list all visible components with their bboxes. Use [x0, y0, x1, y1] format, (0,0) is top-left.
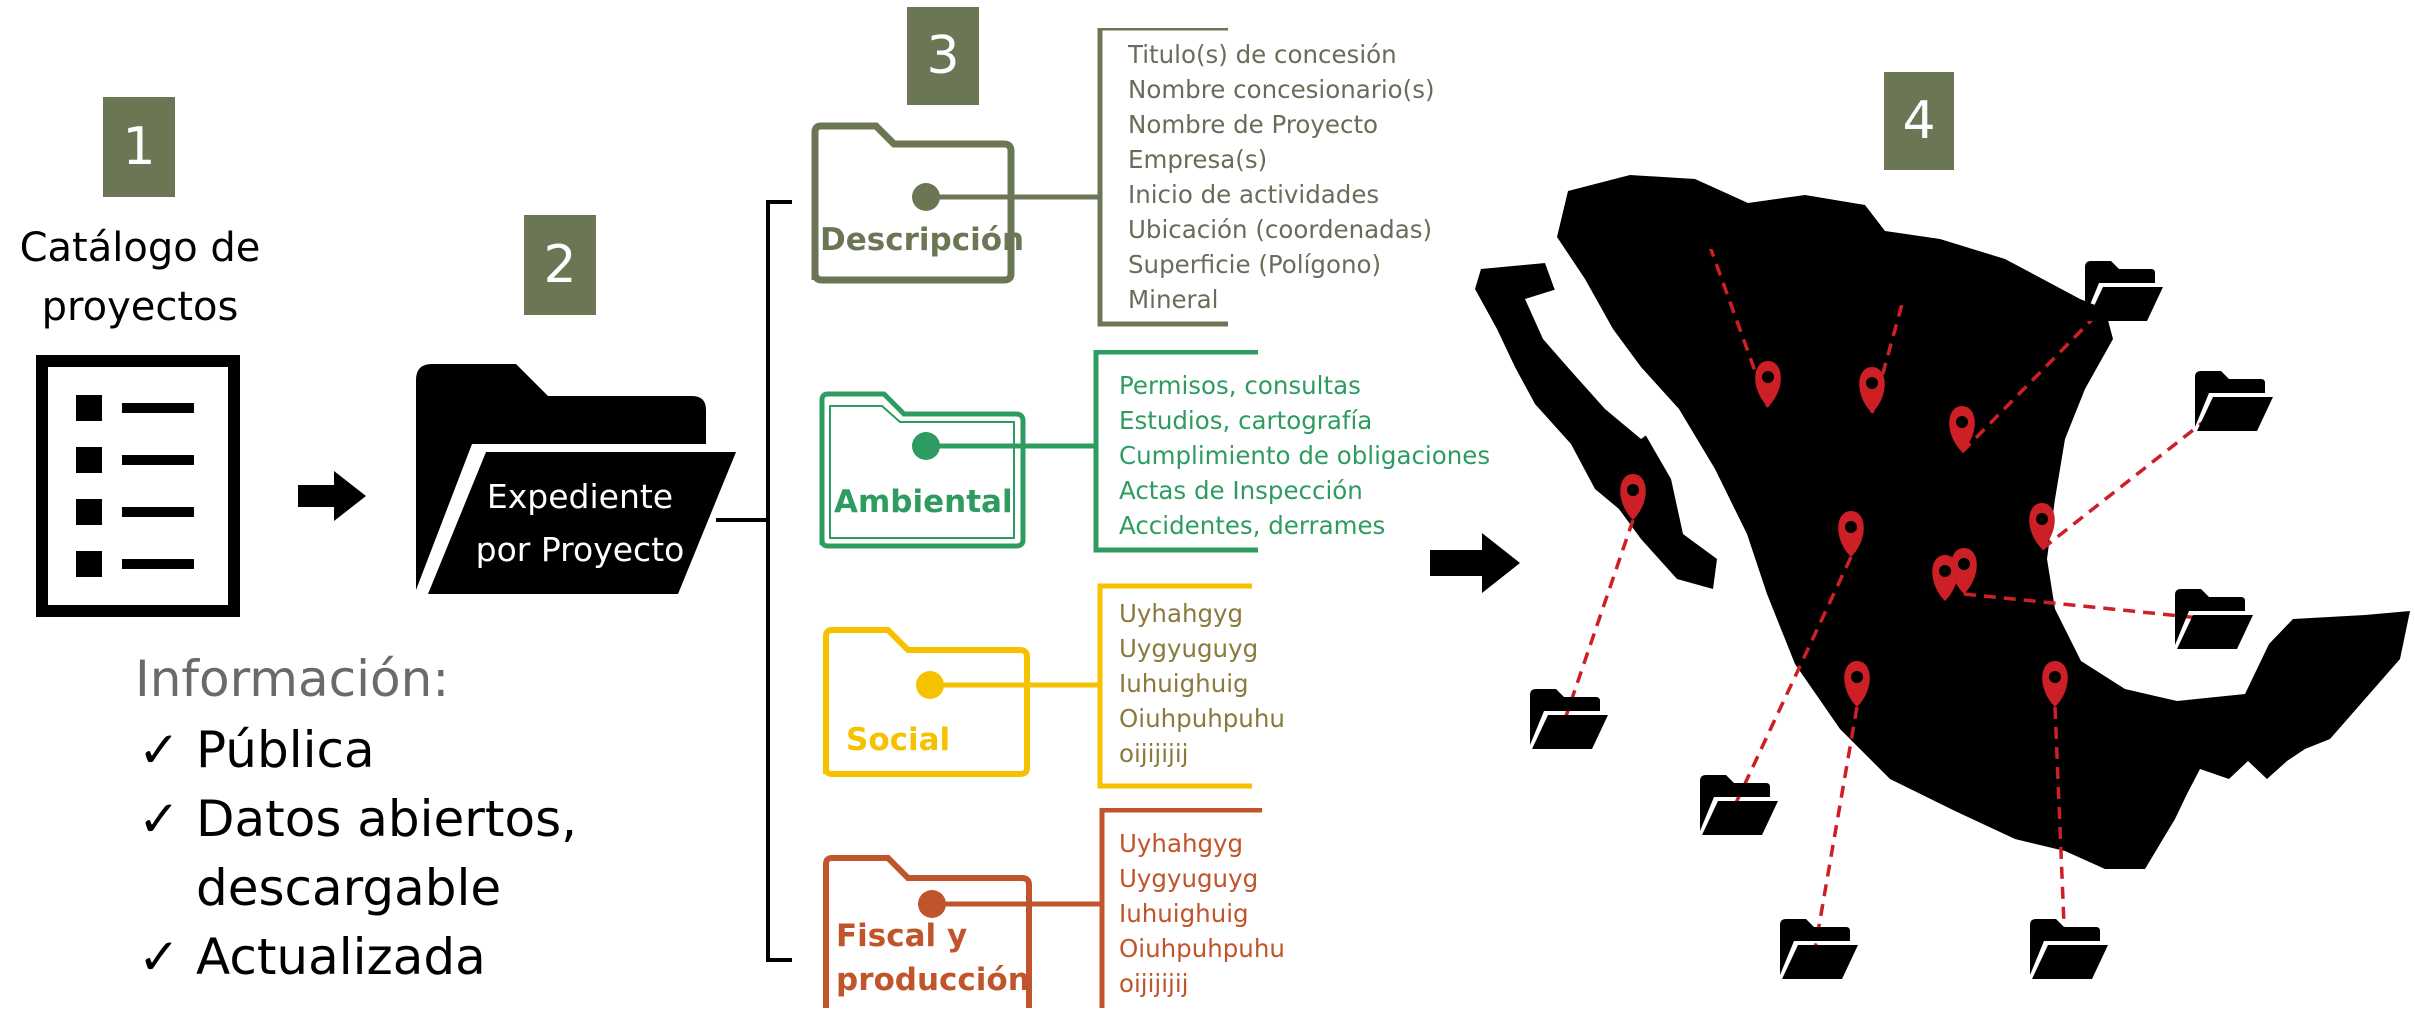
check-icon: ✓: [138, 928, 180, 986]
folder-icon: [1780, 919, 1858, 979]
folder-icon: [1875, 245, 1953, 305]
category-social-label: Social: [846, 722, 951, 758]
leader-line: [1733, 556, 1853, 806]
category-fiscal-label-line2: producción: [836, 962, 1030, 998]
list-item: Oiuhpuhpuhu: [1119, 704, 1285, 733]
check-icon: ✓: [138, 790, 180, 848]
list-item: Uyhahgyg: [1119, 829, 1244, 858]
list-item: Nombre de Proyecto: [1128, 110, 1379, 139]
check-icon: ✓: [138, 721, 180, 779]
folder-icon: [1665, 189, 1743, 249]
location-pin-icon: [1932, 555, 1958, 601]
info-heading: Información:: [135, 650, 450, 708]
info-item-label: descargable: [196, 859, 502, 917]
location-pin-icon: [1949, 406, 1975, 452]
info-item-label: Actualizada: [196, 928, 486, 986]
location-pin-icon: [1859, 367, 1885, 413]
folder-open-icon: [416, 364, 736, 594]
category-social-list: Uyhahgyg Uygyuguyg Iuhuighuig Oiuhpuhpuh…: [1119, 596, 1285, 771]
baja-california-peninsula: [1475, 263, 1717, 589]
leader-line: [1563, 519, 1635, 720]
arrow-right-icon: [298, 471, 366, 521]
list-item: Iuhuighuig: [1119, 899, 1249, 928]
list-item: Uygyuguyg: [1119, 864, 1259, 893]
leader-line: [1813, 706, 1859, 950]
folder-icon: [2030, 919, 2108, 979]
info-item-label: Pública: [196, 721, 375, 779]
list-item: Uyhahgyg: [1119, 599, 1244, 628]
list-item: Iuhuighuig: [1119, 669, 1249, 698]
list-item: Accidentes, derrames: [1119, 511, 1386, 540]
location-pin-icon: [1951, 548, 1977, 594]
location-pin-icon: [1755, 361, 1781, 407]
location-pin-icon: [1620, 474, 1646, 520]
list-item: oijijijij: [1119, 969, 1189, 998]
folder-fiscal-icon: [823, 808, 1262, 1008]
step-1-badge: 1: [103, 97, 175, 197]
folder-descripcion-icon: [811, 28, 1228, 327]
list-item: Permisos, consultas: [1119, 371, 1361, 400]
category-descripcion-list: Titulo(s) de concesión Nombre concesiona…: [1128, 37, 1435, 317]
folder-icon: [1700, 775, 1778, 835]
mexico-map: [1475, 175, 2410, 979]
folder-icon: [2195, 371, 2273, 431]
list-item: Uygyuguyg: [1119, 634, 1259, 663]
checklist-icon: [36, 355, 240, 617]
list-item: Superficie (Polígono): [1128, 250, 1382, 279]
list-item: Estudios, cartografía: [1119, 406, 1373, 435]
category-descripcion-label: Descripción: [820, 222, 1025, 258]
expediente-label-line2: por Proyecto: [475, 530, 685, 569]
expediente-label-line1: Expediente: [486, 477, 674, 516]
catalog-title-line2: proyectos: [41, 284, 239, 330]
list-item: Cumplimiento de obligaciones: [1119, 441, 1491, 470]
step-3-badge: 3: [907, 7, 979, 105]
step-2-badge: 2: [524, 215, 596, 315]
mexico-mainland: [1557, 175, 2410, 869]
folder-icon: [2085, 261, 2163, 321]
folder-icon: [2175, 589, 2253, 649]
location-pin-icon: [1844, 661, 1870, 707]
list-item: Ubicación (coordenadas): [1128, 215, 1433, 244]
list-item: Inicio de actividades: [1128, 180, 1380, 209]
list-item: Empresa(s): [1128, 145, 1268, 174]
catalog-title-line1: Catálogo de: [19, 225, 261, 271]
info-item-label: Datos abiertos,: [196, 790, 578, 848]
arrow-right-icon: [1430, 533, 1520, 593]
list-item: Titulo(s) de concesión: [1128, 40, 1397, 69]
info-item: ✓ Actualizada: [138, 923, 577, 992]
category-ambiental-label: Ambiental: [834, 484, 1013, 520]
folder-icon: [1530, 689, 1608, 749]
info-item-continuation: descargable: [138, 854, 577, 923]
info-item: ✓ Datos abiertos,: [138, 785, 577, 854]
list-item: Oiuhpuhpuhu: [1119, 934, 1285, 963]
leader-line: [1698, 218, 1770, 408]
folder-ambiental-icon: [819, 350, 1258, 553]
location-pin-icon: [1838, 511, 1864, 557]
list-item: oijijijij: [1119, 739, 1189, 768]
info-list: ✓ Pública ✓ Datos abiertos, descargable …: [138, 716, 577, 992]
folder-social-icon: [823, 583, 1252, 789]
location-pin-icon: [2042, 661, 2068, 707]
location-pin-icon: [2029, 503, 2055, 549]
leader-line: [1963, 592, 2211, 621]
info-item: ✓ Pública: [138, 716, 577, 785]
list-item: Mineral: [1128, 285, 1219, 314]
step-4-badge: 4: [1884, 72, 1954, 170]
leader-line: [2053, 706, 2067, 950]
category-ambiental-list: Permisos, consultas Estudios, cartografí…: [1119, 368, 1490, 543]
gulf-of-california: [1525, 289, 1655, 439]
list-item: Actas de Inspección: [1119, 476, 1363, 505]
bracket-connector: [716, 200, 792, 962]
category-fiscal-label-line1: Fiscal y: [836, 918, 968, 954]
category-fiscal-list: Uyhahgyg Uygyuguyg Iuhuighuig Oiuhpuhpuh…: [1119, 826, 1285, 1001]
list-item: Nombre concesionario(s): [1128, 75, 1435, 104]
